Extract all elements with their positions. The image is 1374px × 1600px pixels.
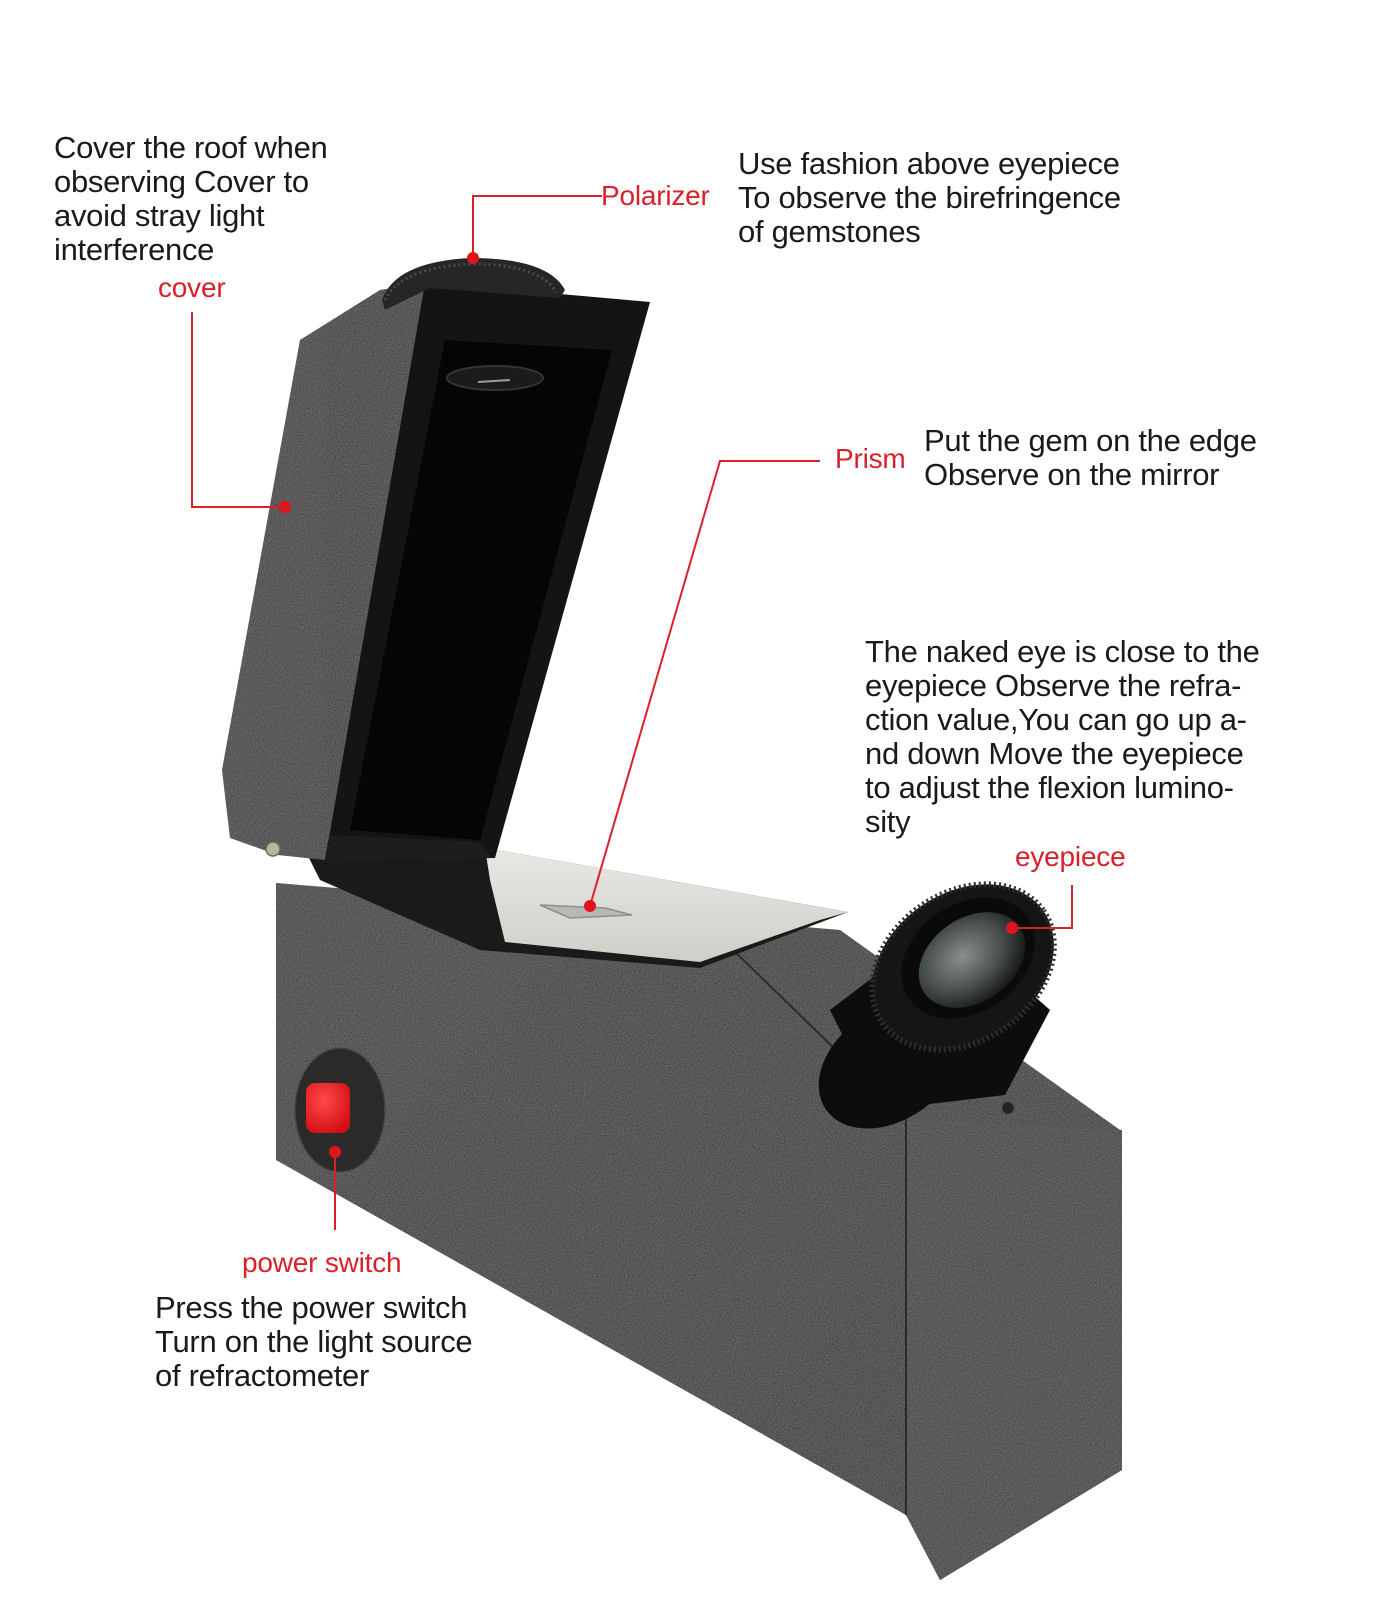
power-switch-description: Press the power switch Turn on the light… (155, 1290, 473, 1393)
eyepiece-label: eyepiece (1015, 841, 1126, 872)
polarizer-label: Polarizer (601, 180, 710, 211)
polarizer-cap (382, 258, 565, 310)
cover-description: Cover the roof when observing Cover to a… (54, 130, 328, 267)
polarizer-leader (472, 195, 602, 255)
eyepiece-assembly (818, 881, 1057, 1129)
power-switch-knob (294, 1047, 386, 1173)
leader-dots (279, 252, 1018, 1158)
leader-lines (191, 195, 1073, 1230)
cover-label: cover (158, 272, 226, 303)
power-switch-label: power switch (242, 1247, 402, 1278)
prism-label: Prism (835, 443, 906, 474)
prism-plate (300, 840, 848, 968)
eyepiece-description: The naked eye is close to the eyepiece O… (865, 634, 1260, 839)
cover-lid (222, 282, 650, 862)
polarizer-description: Use fashion above eyepiece To observe th… (738, 146, 1121, 249)
eyepiece-leader (1012, 885, 1073, 929)
cover-leader (191, 312, 285, 508)
prism-description: Put the gem on the edge Observe on the m… (924, 423, 1257, 492)
prism-leader (589, 460, 820, 907)
refractometer-body (276, 883, 1122, 1580)
